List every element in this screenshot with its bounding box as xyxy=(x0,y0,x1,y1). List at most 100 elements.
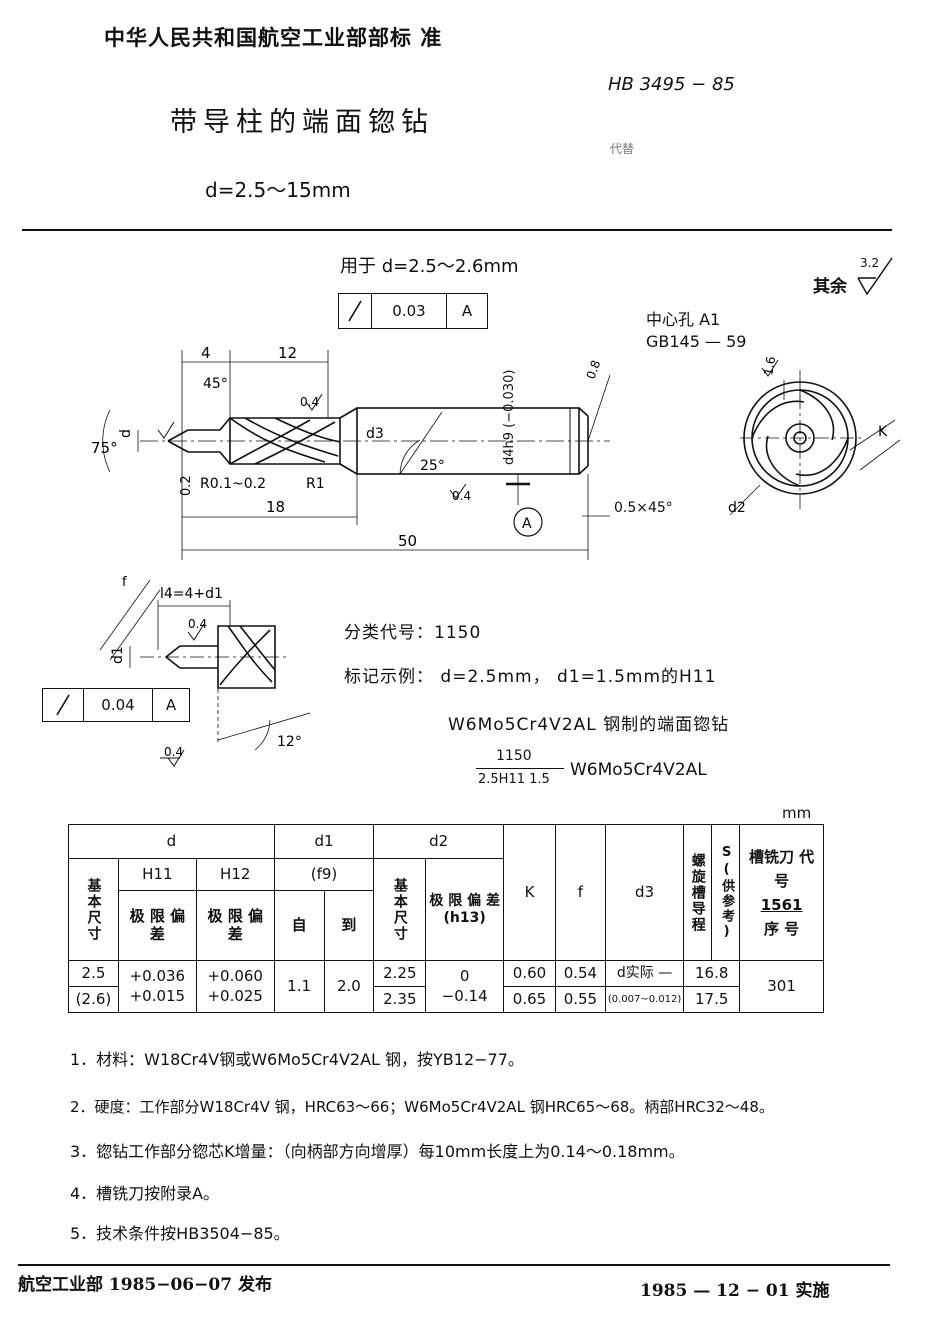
center-hole-label: 中心孔 A1 xyxy=(646,310,721,329)
col-h12-dev: 极 限 偏 差 xyxy=(195,890,275,961)
table-unit: mm xyxy=(782,804,812,822)
d2-label: d2 xyxy=(728,500,746,516)
effective-date: 1985 — 12 − 01 实施 xyxy=(640,1281,830,1301)
angle-75-label: 75° xyxy=(91,439,118,457)
cell-h12-upper: +0.060 xyxy=(207,967,263,985)
d1-label: d1 xyxy=(110,646,126,664)
col-d1: d1 xyxy=(273,824,375,859)
cell-k: 0.65 xyxy=(503,986,556,1013)
col-h11: H11 xyxy=(117,858,197,891)
col-d: d xyxy=(68,824,275,859)
col-d1-to: 到 xyxy=(323,890,375,961)
note-5: 5．技术条件按HB3504−85。 xyxy=(70,1224,290,1243)
drill-end-view: 1.6 K d2 xyxy=(728,355,901,516)
note-2: 2．硬度：工作部分W18Cr4V 钢，HRC63～66；W6Mo5Cr4V2AL… xyxy=(70,1098,774,1116)
l4-label: l4=4+d1 xyxy=(160,586,223,602)
col-k: K xyxy=(503,824,556,961)
table-row: (2.6) 2.35 0.65 0.55 (0.007~0.012) 17.5 xyxy=(68,986,824,1013)
angle-45-label: 45° xyxy=(203,376,228,392)
col-s-ref: S(供参考) xyxy=(719,844,735,941)
angle-25-label: 25° xyxy=(420,458,445,474)
col-cutter-code: 槽铣刀 代 号 xyxy=(748,847,815,890)
cell-s: 16.8 xyxy=(683,960,741,987)
runout-tolerance-frame: 0.03 A xyxy=(338,293,488,329)
marking-material: W6Mo5Cr4V2AL xyxy=(570,760,707,780)
col-d2-limit: 极 限 偏 差 (h13) xyxy=(425,858,505,961)
col-h11-dev: 极 限 偏 差 xyxy=(117,890,197,961)
runout-icon xyxy=(339,294,372,328)
standard-number: HB 3495 − 85 xyxy=(608,74,735,95)
replaces-label: 代替 xyxy=(610,142,635,156)
rest-roughness-value: 3.2 xyxy=(860,256,880,270)
marking-top: 1150 xyxy=(496,748,532,764)
dim-18-label: 18 xyxy=(266,498,285,516)
cell-d2: 2.35 xyxy=(373,986,427,1013)
f-label: f xyxy=(122,575,127,590)
table-row: 2.5 +0.036+0.015 +0.060+0.025 1.1 2.0 2.… xyxy=(68,960,824,1013)
detail-runout-icon xyxy=(43,689,84,721)
col-helix: 螺旋槽导程 xyxy=(689,852,706,933)
detail-roughness-2-label: 0.4 xyxy=(164,745,183,759)
col-d1-from: 自 xyxy=(273,890,325,961)
note-4: 4．槽铣刀按附录A。 xyxy=(70,1184,220,1203)
cell-d2-dev-upper: 0 xyxy=(459,967,470,985)
classification-code: 分类代号：1150 xyxy=(344,623,482,643)
col-cutter-code-no: 1561 xyxy=(760,895,803,914)
cell-h11-upper: +0.036 xyxy=(129,967,186,985)
issuer-title: 中华人民共和国航空工业部部标 准 xyxy=(104,25,443,50)
radius-02-label: 0.2 xyxy=(179,475,194,496)
spec-table: d d1 d2 K f d3 螺旋槽导程 S(供参考) 槽铣刀 代 号 1561… xyxy=(68,824,824,1013)
dim-12-label: 12 xyxy=(278,344,297,362)
cell-d3-tolerance: (0.007~0.012) xyxy=(604,986,685,1013)
k-label: K xyxy=(878,424,888,440)
detail-runout-datum: A xyxy=(165,696,177,714)
marking-fraction-line xyxy=(476,768,564,770)
cell-d: (2.6) xyxy=(68,986,119,1013)
header-rule xyxy=(22,229,892,231)
d3-label: d3 xyxy=(366,426,384,442)
pilot-detail-view: l4=4+d1 d1 f 0.4 0.4 12° xyxy=(99,575,310,767)
cell-h12-lower: +0.025 xyxy=(207,986,263,1005)
center-hole-standard: GB145 — 59 xyxy=(646,332,747,351)
col-d2-basic: 基本尺寸 xyxy=(391,877,408,942)
chamfer-label: 0.5×45° xyxy=(614,500,673,516)
cell-d2: 2.25 xyxy=(373,960,427,987)
drill-side-view: 75° d 4 45° 12 0.4 d3 0.2 R0.1~0.2 R1 25… xyxy=(91,344,610,560)
roughness-04-shank-label: 0.4 xyxy=(452,489,471,503)
footer-rule xyxy=(18,1264,890,1266)
cell-d3: d实际 — xyxy=(604,960,685,987)
roughness-16-label: 1.6 xyxy=(761,355,778,376)
angle-12-label: 12° xyxy=(277,734,302,750)
datum-a-label: A xyxy=(522,516,532,532)
runout-datum: A xyxy=(461,302,473,320)
col-d-basic: 基本尺寸 xyxy=(85,877,102,942)
roughness-04-label: 0.4 xyxy=(300,395,319,409)
cell-d1-from: 1.1 xyxy=(273,960,325,1013)
drawing-caption: 用于 d=2.5～2.6mm xyxy=(340,256,519,277)
detail-tolerance-frame: 0.04 A xyxy=(42,688,190,722)
size-range: d=2.5～15mm xyxy=(205,178,351,202)
col-d3: d3 xyxy=(604,824,685,961)
note-1: 1．材料：W18Cr4V钢或W6Mo5Cr4V2AL 钢，按YB12−77。 xyxy=(70,1050,524,1069)
cell-d: 2.5 xyxy=(68,960,119,987)
marking-bottom: 2.5H11 1.5 xyxy=(478,772,550,787)
roughness-08-label: 0.8 xyxy=(584,358,604,381)
col-cutter-seq: 序 号 xyxy=(763,919,800,938)
marking-example-line1: 标记示例： d=2.5mm， d1=1.5mm的H11 xyxy=(344,667,717,687)
runout-value: 0.03 xyxy=(372,294,447,328)
radius-r01-label: R0.1~0.2 xyxy=(200,476,266,492)
dim-50-label: 50 xyxy=(398,532,417,550)
issue-date: 航空工业部 1985−06−07 发布 xyxy=(18,1275,272,1295)
cell-h11-lower: +0.015 xyxy=(129,986,186,1005)
note-3: 3．锪钻工作部分锪芯K增量：（向柄部方向增厚）每10mm长度上为0.14～0.1… xyxy=(70,1142,685,1161)
roughness-symbol-icon xyxy=(857,257,893,296)
col-h12: H12 xyxy=(195,858,275,891)
detail-runout-value: 0.04 xyxy=(84,689,153,721)
detail-roughness-label: 0.4 xyxy=(188,617,207,631)
cell-s: 17.5 xyxy=(683,986,741,1013)
radius-r1-label: R1 xyxy=(306,476,325,492)
rest-roughness-label: 其余 xyxy=(813,277,847,297)
col-d1-fit: (f9) xyxy=(273,858,375,891)
col-f: f xyxy=(554,824,606,961)
cell-f: 0.54 xyxy=(554,960,606,987)
